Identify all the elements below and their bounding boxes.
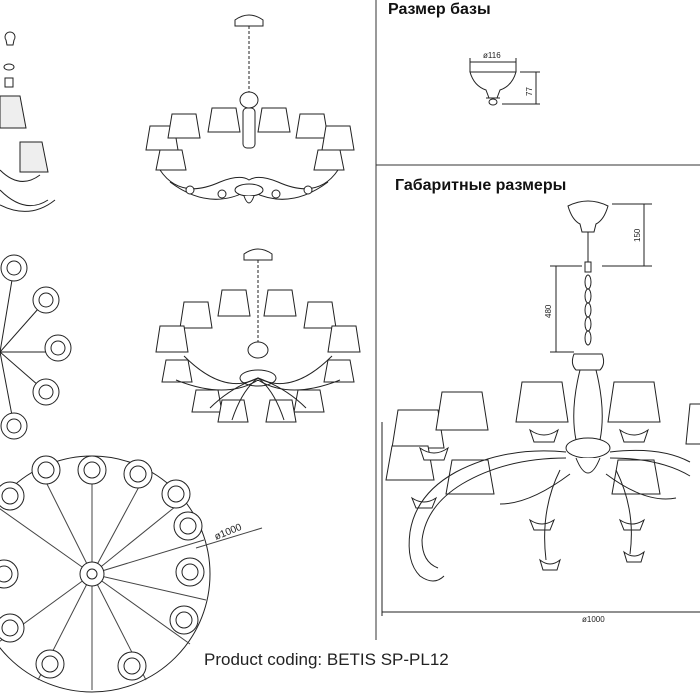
base-size-heading: Размер базы bbox=[388, 1, 491, 18]
product-coding-caption: Product coding: BETIS SP-PL12 bbox=[204, 650, 449, 669]
base-height-label: 77 bbox=[525, 87, 534, 96]
canopy-gap-label: 150 bbox=[633, 228, 642, 242]
half-plan-view bbox=[0, 254, 72, 440]
assembly-parts-illustration bbox=[0, 31, 56, 212]
base-diameter-label: ø116 bbox=[483, 51, 501, 60]
chandelier-side-view-upper bbox=[145, 14, 355, 204]
base-size-drawing: ø116 77 bbox=[469, 51, 540, 106]
chain-length-label: 480 bbox=[544, 304, 553, 318]
plan-diameter-leader bbox=[195, 527, 263, 549]
plan-diameter-label: ø1000 bbox=[213, 522, 244, 543]
overall-size-heading: Габаритные размеры bbox=[395, 177, 567, 194]
chandelier-perspective-view bbox=[155, 248, 361, 423]
overall-diameter-label: ø1000 bbox=[582, 615, 605, 624]
top-plan-view: ø1000 bbox=[0, 455, 263, 693]
overall-dimensions-drawing: 150 480 bbox=[381, 200, 700, 624]
